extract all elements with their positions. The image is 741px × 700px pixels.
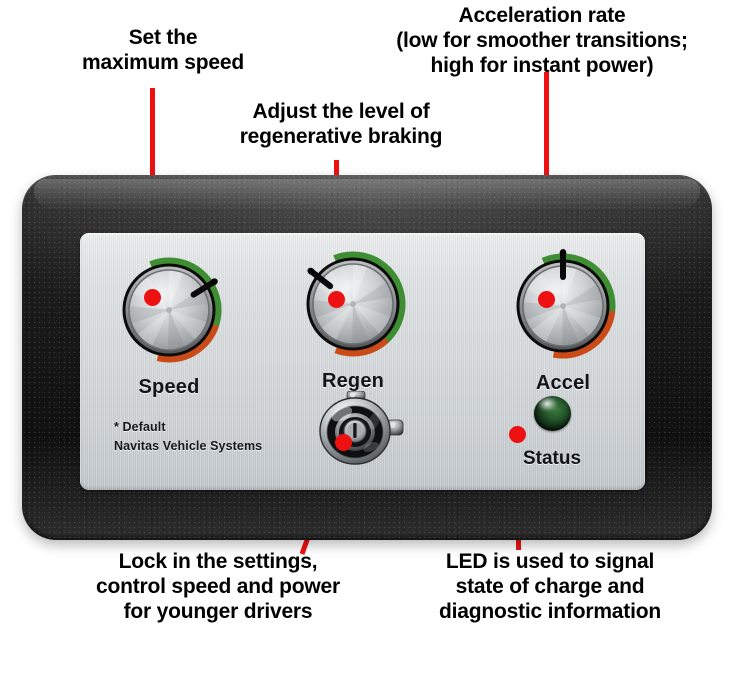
annotation-accel: Acceleration rate (low for smoother tran… [396, 4, 688, 77]
default-note: * Default Navitas Vehicle Systems [114, 420, 263, 454]
knob-regen-pointer [307, 267, 334, 290]
knob-regen[interactable]: Regen [294, 245, 412, 393]
annotation-regen: Adjust the level of regenerative braking [239, 100, 443, 148]
leader-dot-regen [328, 291, 345, 308]
controller-enclosure: Speed [22, 175, 712, 540]
controller-faceplate: Speed [80, 233, 645, 490]
knob-accel-label: Accel [535, 372, 591, 394]
knob-speed-pointer [190, 278, 218, 298]
knob-speed[interactable]: Speed [110, 251, 228, 399]
leader-dot-key-switch [335, 434, 352, 451]
knob-accel-dial[interactable] [504, 247, 622, 365]
knob-regen-label: Regen [321, 370, 385, 392]
key-lock-switch-graphic[interactable] [306, 390, 410, 471]
annotation-speed: Set the maximum speed [82, 26, 244, 74]
status-led-label: Status [522, 448, 582, 469]
status-led-dome [534, 396, 571, 431]
knob-accel-pointer [559, 249, 567, 280]
annotation-status-led: LED is used to signal state of charge an… [439, 550, 661, 623]
annotation-key-switch: Lock in the settings, control speed and … [96, 550, 340, 623]
key-lock-switch[interactable] [306, 390, 410, 471]
knob-speed-dial[interactable] [110, 251, 228, 369]
knob-accel[interactable]: Accel [504, 247, 622, 395]
leader-dot-speed [144, 289, 161, 306]
leader-dot-status-led [509, 426, 526, 443]
leader-dot-accel [538, 291, 555, 308]
knob-speed-label: Speed [138, 376, 200, 398]
knob-regen-dial[interactable] [294, 245, 412, 363]
status-led: Status [510, 396, 594, 470]
